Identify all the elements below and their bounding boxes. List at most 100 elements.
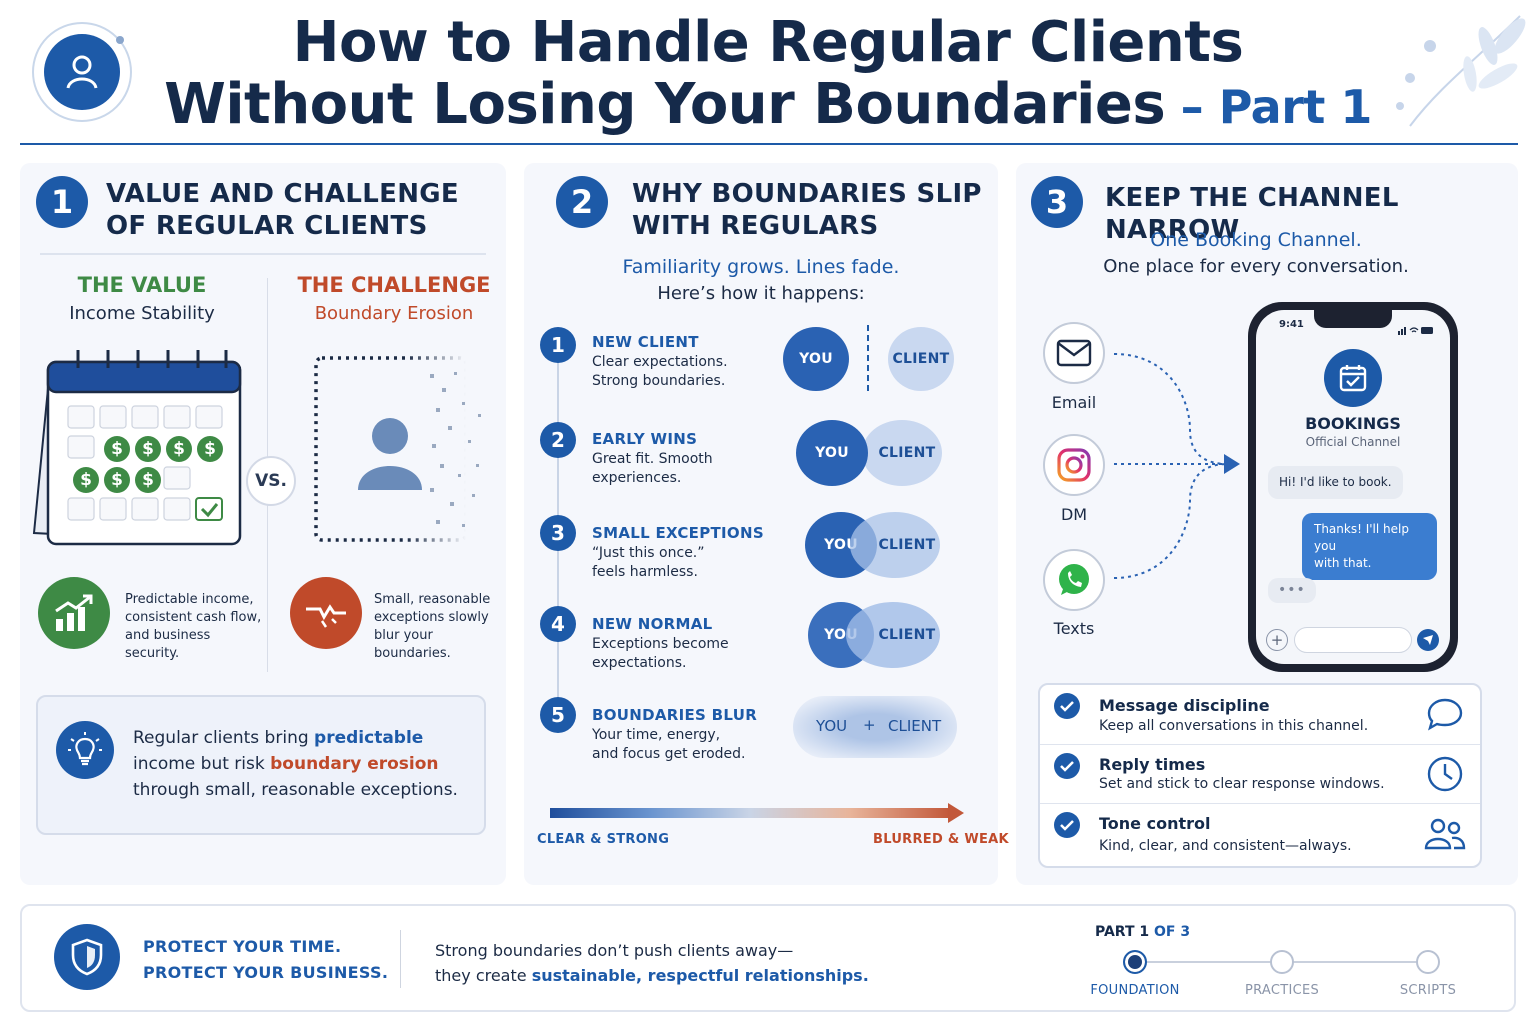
header-rule [20,143,1518,145]
dollar-coin: $ [104,436,130,462]
chat-bubble-icon [1426,697,1464,735]
logo-dot [116,36,124,44]
step-description: “Just this once.”feels harmless. [592,545,705,580]
typing-indicator: ••• [1268,578,1316,603]
step-number: 1 [540,327,576,363]
rule-description: Kind, clear, and consistent—always. [1099,838,1352,854]
app-subtitle: Official Channel [1305,435,1401,449]
vs-badge: VS. [246,456,296,506]
send-icon[interactable] [1417,629,1439,651]
step-description: Clear expectations.Strong boundaries. [592,354,728,389]
panel1-rule [40,253,486,255]
panel3-number: 3 [1031,176,1083,228]
channel-label: Email [1051,393,1097,412]
erosion-scale-arrow [948,803,964,823]
dollar-coin: $ [166,436,192,462]
step-heading: NEW NORMAL [592,615,713,633]
progress-step-foundation[interactable] [1123,950,1147,974]
status-icons [1398,320,1434,335]
growth-chart-icon [38,577,110,649]
footer-divider [400,930,401,988]
dollar-coin: $ [135,467,161,493]
client-bubble: CLIENT [888,327,954,391]
scale-left-label: CLEAR & STRONG [537,832,670,847]
app-title: BOOKINGS [1305,414,1401,433]
dollar-coin: $ [104,467,130,493]
progress-step-practices[interactable] [1270,950,1294,974]
whatsapp-icon[interactable] [1043,549,1105,611]
boundary-line [867,325,869,391]
check-icon [1054,693,1080,719]
panel2-title-line1: WHY BOUNDARIES SLIP [632,179,982,209]
panel1-title-line1: VALUE AND CHALLENGE [106,179,459,209]
footer-bar [20,904,1516,1012]
rule-heading: Reply times [1099,755,1206,774]
channel-label: DM [1060,505,1088,524]
client-bubble: CLIENT [862,420,942,486]
footer-message-1: Strong boundaries don’t push clients awa… [435,941,794,960]
progress-label: PRACTICES [1244,983,1320,998]
channel-rules [1038,683,1482,868]
challenge-heading: THE CHALLENGE [297,273,491,297]
channel-label: Texts [1053,619,1095,638]
step-heading: NEW CLIENT [592,333,699,351]
step-number: 5 [540,697,576,733]
mail-icon[interactable] [1043,322,1105,384]
attach-button[interactable]: + [1266,629,1288,651]
page-title-line1: How to Handle Regular Clients [292,10,1244,75]
incoming-message: Hi! I'd like to book. [1268,466,1403,499]
clock-icon [1426,755,1464,797]
you-label: YOU [816,717,848,735]
challenge-subheading: Boundary Erosion [314,303,474,324]
scale-right-label: BLURRED & WEAK [873,832,1009,847]
phone-time: 9:41 [1279,319,1304,330]
dollar-coin: $ [197,436,223,462]
dollar-coin: $ [73,467,99,493]
client-bubble: CLIENT [850,512,940,578]
value-heading: THE VALUE [77,273,207,297]
footer-tagline-1: PROTECT YOUR TIME. [143,937,342,956]
value-subheading: Income Stability [69,303,215,324]
calendar-check-icon[interactable] [1324,349,1382,407]
rule-heading: Tone control [1099,814,1211,833]
panel2-number: 2 [556,176,608,228]
message-input[interactable] [1294,627,1412,653]
check-icon [1054,812,1080,838]
crack-icon [290,577,362,649]
panel1-number: 1 [36,176,88,228]
instagram-icon[interactable] [1043,434,1105,496]
part-indicator: PART 1 OF 3 [1095,924,1191,940]
lightbulb-icon [56,721,114,779]
rule-separator [1040,744,1480,745]
client-label: CLIENT [888,717,942,735]
panel3-lead: One place for every conversation. [1103,256,1409,277]
panel3-subtitle: One Booking Channel. [1150,229,1362,251]
step-heading: EARLY WINS [592,430,698,448]
rule-description: Keep all conversations in this channel. [1099,718,1369,734]
summary-callout [36,695,486,835]
panel2-title-line2: WITH REGULARS [632,211,879,241]
client-bubble: CLIENT [846,602,940,668]
plus-sign: + [863,716,876,734]
step-number: 2 [540,422,576,458]
step-heading: BOUNDARIES BLUR [592,706,758,724]
panel1-title-line2: OF REGULAR CLIENTS [106,211,428,241]
value-description: Predictable income,consistent cash flow,… [125,592,262,661]
progress-label: FOUNDATION [1090,983,1180,998]
logo-ring [32,22,132,122]
leaf-icon [1396,15,1526,127]
progress-label: SCRIPTS [1399,983,1457,998]
page-title-line2: Without Losing Your Boundaries – Part 1 [164,72,1372,137]
panel2-subtitle: Familiarity grows. Lines fade. [622,256,900,278]
fading-person-icon [314,356,481,542]
user-icon [44,34,120,110]
summary-text: Regular clients bring predictable income… [133,728,458,800]
progress-step-scripts[interactable] [1416,950,1440,974]
panel3-title: KEEP THE CHANNEL NARROW [1105,183,1399,245]
rule-description: Set and stick to clear response windows. [1099,776,1385,792]
you-bubble: YOU [796,420,868,486]
merged-bubble [793,696,957,758]
footer-tagline-2: PROTECT YOUR BUSINESS. [143,963,389,982]
